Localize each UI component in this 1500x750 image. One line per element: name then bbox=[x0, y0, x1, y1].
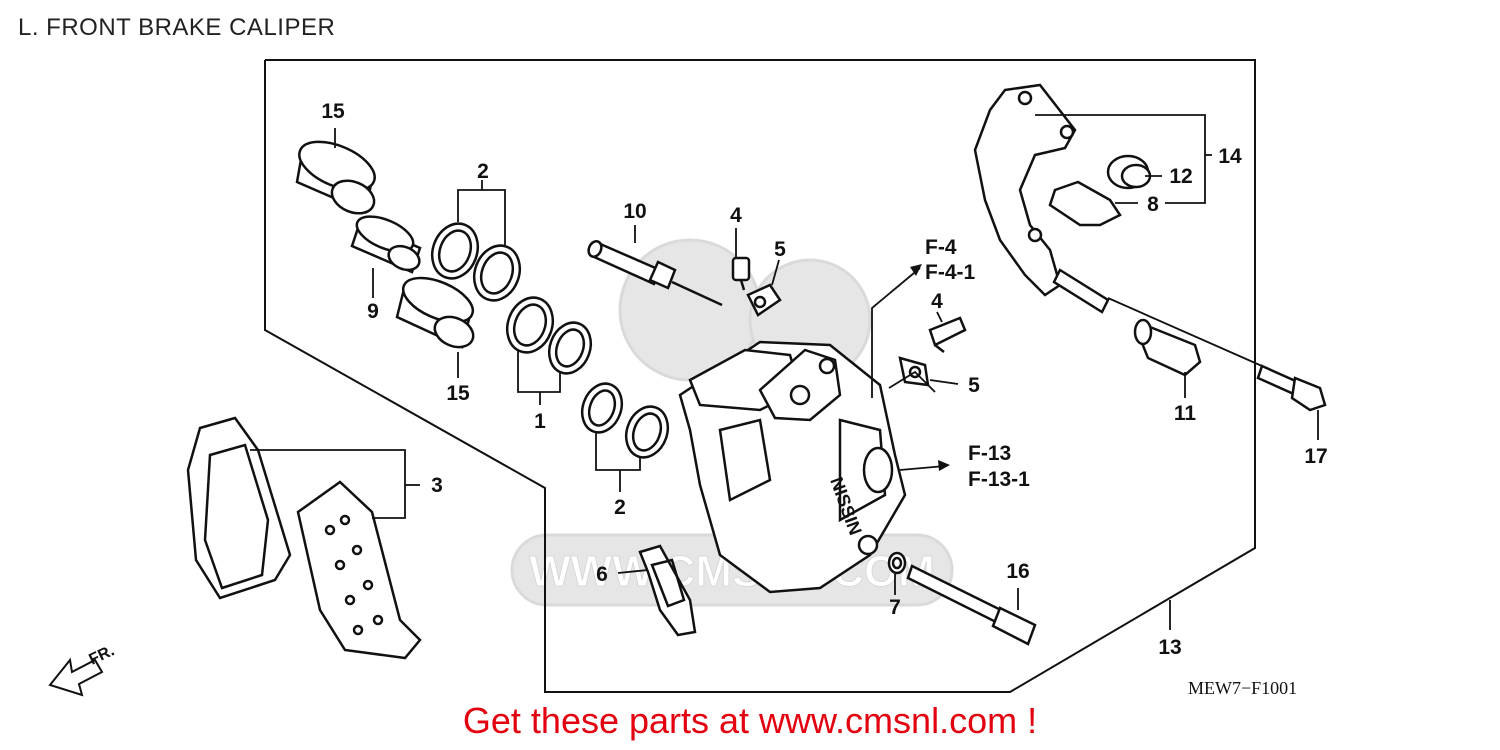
piston-middle bbox=[350, 215, 422, 274]
callout-4-upper: 4 bbox=[730, 204, 742, 227]
assembly-outline bbox=[264, 59, 1256, 693]
piston-top bbox=[295, 140, 376, 215]
callout-3: 3 bbox=[431, 474, 443, 497]
pin-boot bbox=[1106, 154, 1152, 190]
callout-13: 13 bbox=[1158, 636, 1181, 659]
callout-2-lower: 2 bbox=[614, 496, 626, 519]
callout-11: 11 bbox=[1174, 402, 1197, 425]
callout-5-upper: 5 bbox=[774, 238, 786, 261]
callout-4-lower: 4 bbox=[931, 290, 943, 313]
callout-12: 12 bbox=[1169, 165, 1192, 188]
caliper-body: NISSIN bbox=[678, 340, 907, 594]
callout-17: 17 bbox=[1304, 445, 1327, 468]
front-arrow-label: FR. bbox=[87, 642, 118, 668]
piston-lower bbox=[395, 276, 475, 349]
pad-retainer bbox=[1048, 180, 1122, 227]
pad-spring bbox=[638, 544, 697, 637]
promo-link-text[interactable]: Get these parts at www.cmsnl.com ! bbox=[462, 700, 1038, 741]
callout-8: 8 bbox=[1147, 193, 1159, 216]
callout-labels: 15 2 9 15 1 2 3 10 4 5 4 5 6 7 16 13 14 … bbox=[321, 100, 1327, 659]
ref-f4: F-4 bbox=[925, 236, 957, 259]
callout-5-lower: 5 bbox=[968, 374, 980, 397]
callout-1: 1 bbox=[534, 410, 546, 433]
callout-10: 10 bbox=[623, 200, 646, 223]
seal-rings bbox=[430, 222, 670, 459]
page-title: L. FRONT BRAKE CALIPER bbox=[18, 14, 336, 41]
slide-pin-bolt bbox=[1133, 318, 1202, 377]
caliper-bracket bbox=[973, 83, 1110, 314]
bracket-bolt bbox=[1256, 364, 1327, 412]
reference-labels: F-4 F-4-1 F-13 F-13-1 bbox=[925, 236, 1030, 491]
ref-f4-1: F-4-1 bbox=[925, 261, 975, 284]
callout-2-top: 2 bbox=[477, 160, 489, 183]
callout-15-top: 15 bbox=[321, 100, 345, 123]
ref-f13: F-13 bbox=[968, 442, 1011, 465]
washer-and-pin bbox=[887, 551, 1037, 646]
callout-14: 14 bbox=[1218, 145, 1242, 168]
reference-arrowheads bbox=[910, 264, 950, 471]
slide-pin bbox=[587, 240, 723, 307]
brake-pads bbox=[186, 416, 422, 660]
leader-lines bbox=[250, 114, 1319, 630]
callout-6: 6 bbox=[596, 563, 608, 586]
callout-7: 7 bbox=[889, 596, 901, 619]
diagram-code: MEW7−F1001 bbox=[1188, 678, 1298, 698]
ref-f13-1: F-13-1 bbox=[968, 468, 1030, 491]
callout-9: 9 bbox=[367, 300, 379, 323]
callout-15-lower: 15 bbox=[446, 382, 470, 405]
front-direction-arrow: FR. bbox=[48, 642, 118, 697]
bleeder-valve-upper bbox=[731, 256, 782, 317]
callout-16: 16 bbox=[1006, 560, 1029, 583]
